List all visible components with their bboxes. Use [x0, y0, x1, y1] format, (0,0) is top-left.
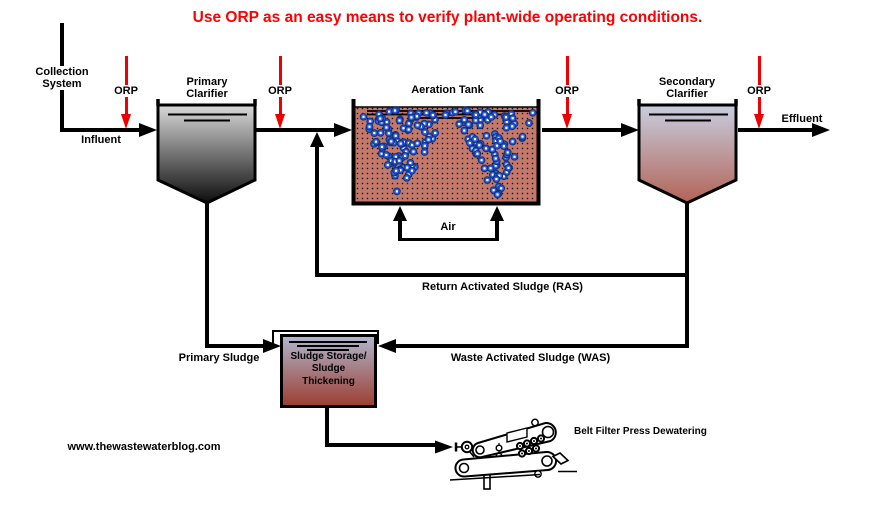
orp-label: ORP	[554, 85, 580, 97]
orp-label: ORP	[267, 85, 293, 97]
website-watermark: www.thewastewaterblog.com	[67, 441, 221, 453]
orp-arrowhead	[753, 114, 764, 129]
effluent-arrowhead	[812, 123, 830, 137]
aeration-tank-walls	[351, 99, 541, 206]
was-arrowhead	[378, 339, 396, 353]
ras-label: Return Activated Sludge (RAS)	[422, 281, 583, 293]
aeration-tank-label: Aeration Tank	[411, 84, 484, 96]
orp-label: ORP	[113, 85, 139, 97]
discharge-chute	[551, 452, 577, 473]
ras-riser-pipe	[315, 146, 319, 277]
effluent-pipe	[738, 128, 813, 132]
primary-clarifier-vessel	[156, 99, 257, 205]
air-label: Air	[440, 221, 456, 233]
secondary-clarifier-wall-stubs	[637, 99, 738, 106]
primary-sludge-pipe	[205, 344, 264, 348]
influent-pipe	[60, 128, 140, 132]
orp-marker-final-effluent: ORP	[738, 56, 780, 132]
orp-arrowhead	[120, 114, 131, 129]
sludge-surface-line	[307, 349, 349, 351]
diagram-title: Use ORP as an easy means to verify plant…	[192, 9, 703, 26]
press-feed-arrowhead	[435, 440, 453, 454]
was-pipe	[396, 344, 689, 348]
air-riser-right	[495, 220, 499, 240]
ras-pipe	[315, 273, 689, 277]
feed-valve	[454, 440, 475, 458]
dewatering-feed-pipe	[325, 443, 436, 447]
primary-clarifier-wall-stubs	[156, 99, 257, 106]
air-arrowhead-left	[393, 206, 407, 221]
aeration-tank-vessel	[351, 99, 541, 206]
air-arrowhead-right	[490, 206, 504, 221]
secondary-drain-pipe	[685, 203, 689, 348]
secondary-clarifier-body	[637, 103, 738, 205]
primary-clarifier-body	[156, 103, 257, 205]
sludge-storage-rim	[272, 330, 379, 344]
secondary-clarifier-label: Secondary Clarifier	[658, 76, 716, 100]
sludge-storage-label: Sludge Storage/ Sludge Thickening	[290, 351, 367, 387]
primary-sludge-arrowhead	[263, 339, 281, 353]
primary-sludge-label: Primary Sludge	[178, 352, 260, 364]
aeration-to-secondary-pipe	[542, 128, 622, 132]
effluent-label: Effluent	[781, 113, 823, 125]
air-riser-left	[398, 220, 402, 240]
orp-arrowhead	[561, 114, 572, 129]
secondary-inlet-arrowhead	[621, 123, 639, 137]
influent-arrowhead	[139, 123, 157, 137]
orp-marker-influent: ORP	[105, 56, 147, 132]
sludge-surface-line	[297, 345, 359, 347]
belt-filter-press-label: Belt Filter Press Dewatering	[574, 426, 707, 437]
primary-clarifier-surface-lines	[168, 113, 247, 122]
influent-label: Influent	[81, 134, 121, 146]
collection-system-label: Collection System	[33, 66, 91, 90]
orp-label: ORP	[746, 85, 772, 97]
sludge-drain-pipe	[325, 406, 329, 447]
orp-arrowhead	[274, 114, 285, 129]
secondary-clarifier-vessel	[637, 99, 738, 205]
aeration-inlet-arrowhead	[334, 123, 352, 137]
ras-up-arrowhead	[310, 132, 324, 147]
air-header-pipe	[398, 238, 499, 241]
was-label: Waste Activated Sludge (WAS)	[450, 352, 611, 364]
belt-filter-press-graphic	[435, 418, 577, 490]
primary-drain-pipe	[205, 203, 209, 348]
air-bubbles	[359, 106, 537, 199]
secondary-clarifier-surface-lines	[649, 113, 728, 122]
primary-clarifier-label: Primary Clarifier	[186, 76, 228, 100]
roller-cluster	[515, 434, 546, 458]
primary-to-aeration-pipe	[255, 128, 335, 132]
upper-belt	[471, 418, 557, 459]
sludge-surface-line	[289, 341, 367, 343]
lower-belt	[449, 450, 557, 481]
orp-marker-primary-effluent: ORP	[259, 56, 301, 132]
orp-marker-aeration-effluent: ORP	[546, 56, 588, 132]
